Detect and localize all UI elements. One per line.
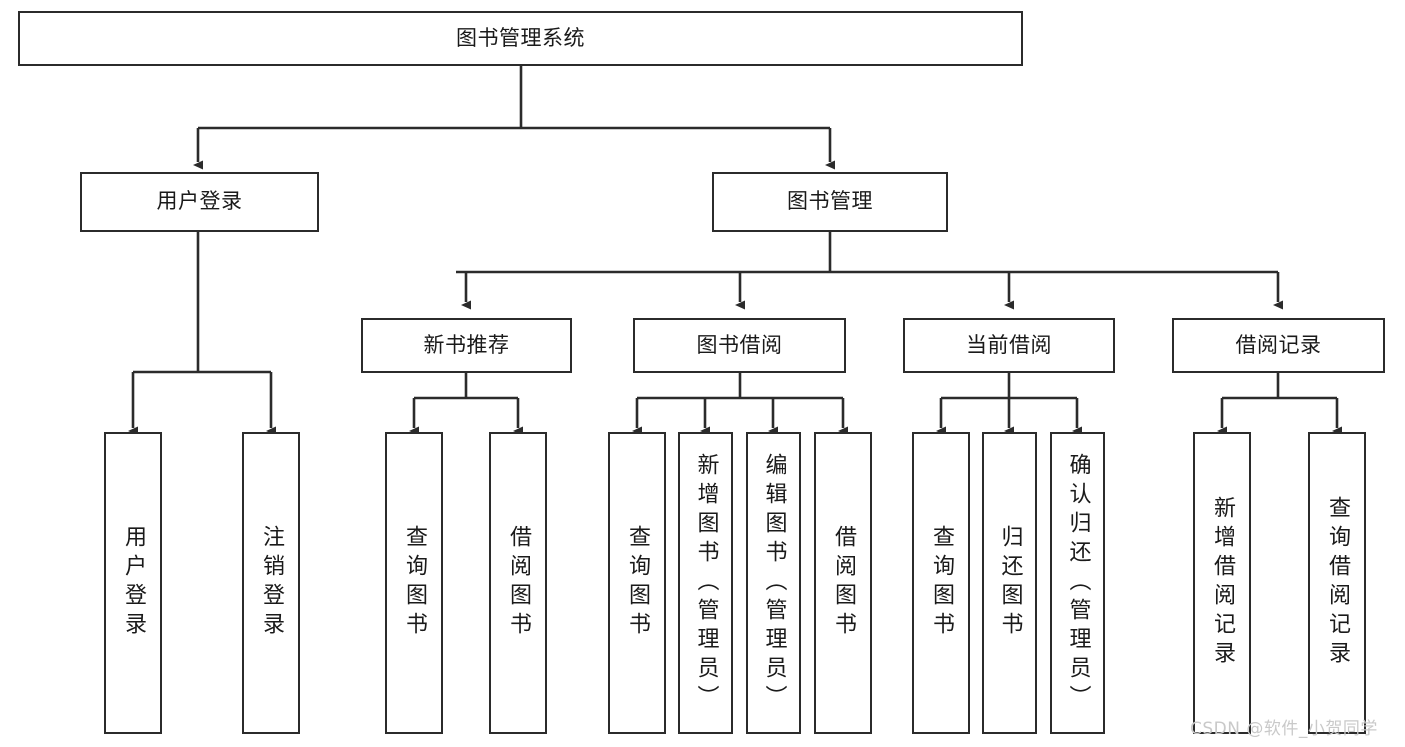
node-label: 用户登录 — [121, 525, 146, 641]
node-current-borrow[interactable]: 当前借阅 — [903, 318, 1115, 373]
node-label: 借阅图书 — [506, 525, 531, 641]
node-label: 新增图书（管理员） — [693, 452, 719, 714]
node-label: 新书推荐 — [423, 332, 510, 357]
node-book-management[interactable]: 图书管理 — [712, 172, 948, 232]
node-label: 图书管理 — [787, 189, 873, 214]
leaf-user-login-1[interactable]: 注销登录 — [242, 432, 300, 734]
leaf-current-borrow-2[interactable]: 确认归还（管理员） — [1050, 432, 1105, 734]
node-label: 新增借阅记录 — [1210, 496, 1235, 670]
node-label: 借阅记录 — [1235, 332, 1322, 357]
node-label: 借阅图书 — [831, 525, 856, 641]
node-label: 查询借阅记录 — [1325, 496, 1350, 670]
node-root-book-management-system[interactable]: 图书管理系统 — [18, 11, 1023, 66]
node-label: 查询图书 — [402, 525, 427, 641]
node-new-book-recommend[interactable]: 新书推荐 — [361, 318, 572, 373]
leaf-book-borrow-3[interactable]: 借阅图书 — [814, 432, 872, 734]
leaf-book-borrow-0[interactable]: 查询图书 — [608, 432, 666, 734]
leaf-user-login-0[interactable]: 用户登录 — [104, 432, 162, 734]
node-label: 图书借阅 — [696, 332, 783, 357]
leaf-borrow-record-1[interactable]: 查询借阅记录 — [1308, 432, 1366, 734]
node-label: 当前借阅 — [966, 332, 1052, 357]
node-label: 编辑图书（管理员） — [761, 452, 787, 714]
node-label: 查询图书 — [625, 525, 650, 641]
node-label: 用户登录 — [156, 189, 243, 214]
node-book-borrow[interactable]: 图书借阅 — [633, 318, 846, 373]
node-label: 查询图书 — [929, 525, 954, 641]
leaf-borrow-record-0[interactable]: 新增借阅记录 — [1193, 432, 1251, 734]
csdn-watermark: CSDN @软件_小贺同学 — [1190, 719, 1378, 739]
leaf-current-borrow-1[interactable]: 归还图书 — [982, 432, 1037, 734]
node-borrow-record[interactable]: 借阅记录 — [1172, 318, 1385, 373]
node-label: 图书管理系统 — [456, 25, 585, 50]
node-user-login[interactable]: 用户登录 — [80, 172, 319, 232]
node-label: 确认归还（管理员） — [1065, 452, 1091, 714]
leaf-book-borrow-2[interactable]: 编辑图书（管理员） — [746, 432, 801, 734]
leaf-current-borrow-0[interactable]: 查询图书 — [912, 432, 970, 734]
leaf-book-borrow-1[interactable]: 新增图书（管理员） — [678, 432, 733, 734]
node-label: 注销登录 — [259, 525, 284, 641]
node-label: 归还图书 — [997, 525, 1023, 641]
leaf-new-book-recommend-1[interactable]: 借阅图书 — [489, 432, 547, 734]
leaf-new-book-recommend-0[interactable]: 查询图书 — [385, 432, 443, 734]
